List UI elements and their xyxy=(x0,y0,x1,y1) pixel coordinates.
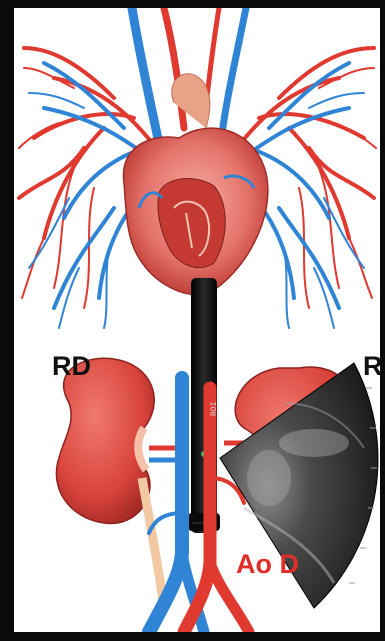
right-kidney xyxy=(56,358,184,608)
right-kidney-label: RD xyxy=(52,353,91,380)
probe-marking: ROI xyxy=(210,402,219,416)
illustration-panel: RD RI Ao D ROI xyxy=(14,8,380,632)
left-kidney-label: RI xyxy=(363,353,380,380)
aorta-label: Ao D xyxy=(236,551,299,578)
anatomy-illustration xyxy=(14,8,380,632)
heart xyxy=(123,74,267,295)
